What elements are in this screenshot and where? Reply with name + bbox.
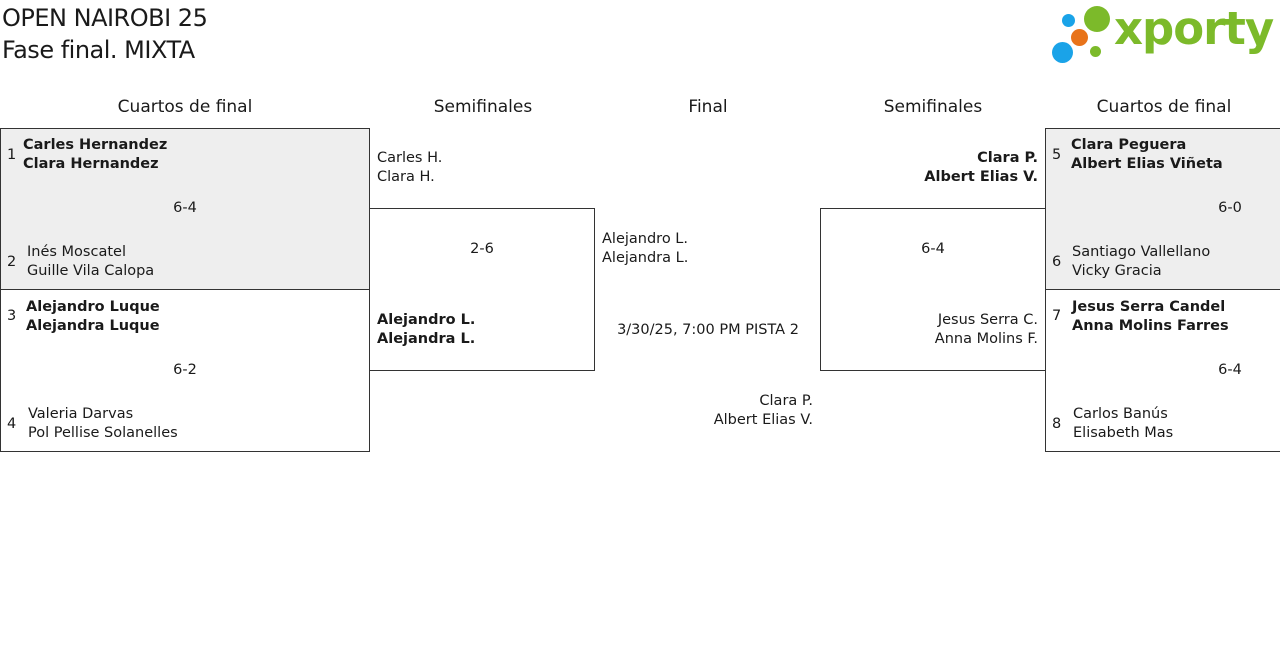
team-b-player-1: Inés Moscatel <box>27 244 126 260</box>
logo-wordmark: xporty <box>1114 2 1274 55</box>
team-a-player-2: Clara Hernandez <box>23 156 159 172</box>
xporty-logo: xporty <box>1052 2 1276 68</box>
match-score: 6-0 <box>1218 200 1242 216</box>
team-b-player-1: Carlos Banús <box>1073 406 1168 422</box>
match-score: 6-2 <box>173 362 197 378</box>
match-score: 6-4 <box>1218 362 1242 378</box>
logo-dot-green <box>1084 6 1110 32</box>
header-qf-right: Cuartos de final <box>1096 97 1232 117</box>
sf-right-team-a-player-2: Albert Elias V. <box>924 169 1038 185</box>
sf-right-team-a-player-1: Clara P. <box>977 150 1038 166</box>
team-a-player-1: Clara Peguera <box>1071 137 1187 153</box>
final-team-b-player-2: Albert Elias V. <box>713 412 813 428</box>
logo-dot-blue-top <box>1062 14 1075 27</box>
seed-number: 3 <box>7 308 17 324</box>
match-score: 6-4 <box>921 241 945 257</box>
final-schedule: 3/30/25, 7:00 PM PISTA 2 <box>617 322 799 338</box>
team-a-player-1: Carles Hernandez <box>23 137 168 153</box>
team-a-player-1: Alejandro Luque <box>26 299 160 315</box>
match-score: 6-4 <box>173 200 197 216</box>
team-a-player-2: Anna Molins Farres <box>1072 318 1229 334</box>
team-a-player-1: Jesus Serra Candel <box>1072 299 1226 315</box>
qf-match-3[interactable] <box>1045 128 1280 290</box>
seed-number: 1 <box>7 147 17 163</box>
seed-number: 4 <box>7 416 17 432</box>
team-b-player-2: Guille Vila Calopa <box>27 263 155 279</box>
team-a-player-2: Alejandra Luque <box>26 318 160 334</box>
seed-number: 5 <box>1052 147 1062 163</box>
qf-match-4[interactable] <box>1045 289 1280 452</box>
team-b-player-2: Elisabeth Mas <box>1073 425 1174 441</box>
header-sf-right: Semifinales <box>883 97 983 117</box>
sf-right-team-b-player-1: Jesus Serra C. <box>937 312 1038 328</box>
logo-dot-orange <box>1071 29 1088 46</box>
qf-match-1[interactable] <box>0 128 370 290</box>
team-b-player-1: Valeria Darvas <box>28 406 134 422</box>
header-qf-left: Cuartos de final <box>117 97 253 117</box>
seed-number: 7 <box>1052 308 1062 324</box>
sf-left-team-b-player-1: Alejandro L. <box>377 312 476 328</box>
tournament-title: OPEN NAIROBI 25 Fase final. MIXTA <box>2 2 208 66</box>
match-score: 2-6 <box>470 241 494 257</box>
final-team-a-player-2: Alejandra L. <box>602 250 689 266</box>
sf-left-team-b-player-2: Alejandra L. <box>377 331 476 347</box>
team-b-player-1: Santiago Vallellano <box>1072 244 1211 260</box>
seed-number: 8 <box>1052 416 1062 432</box>
seed-number: 2 <box>7 254 17 270</box>
team-b-player-2: Pol Pellise Solanelles <box>28 425 178 441</box>
team-b-player-2: Vicky Gracia <box>1072 263 1162 279</box>
logo-dot-green-small <box>1090 46 1101 57</box>
title-line-1: OPEN NAIROBI 25 <box>2 4 208 32</box>
final-team-a-player-1: Alejandro L. <box>602 231 688 247</box>
logo-dot-blue-bottom <box>1052 42 1073 63</box>
final-team-b-player-1: Clara P. <box>759 393 813 409</box>
header-final: Final <box>688 97 728 117</box>
sf-left-match[interactable] <box>369 208 595 371</box>
sf-right-team-b-player-2: Anna Molins F. <box>934 331 1038 347</box>
title-line-2: Fase final. MIXTA <box>2 36 195 64</box>
sf-left-team-a-player-2: Clara H. <box>377 169 435 185</box>
team-a-player-2: Albert Elias Viñeta <box>1071 156 1223 172</box>
seed-number: 6 <box>1052 254 1062 270</box>
header-sf-left: Semifinales <box>433 97 533 117</box>
sf-left-team-a-player-1: Carles H. <box>377 150 443 166</box>
